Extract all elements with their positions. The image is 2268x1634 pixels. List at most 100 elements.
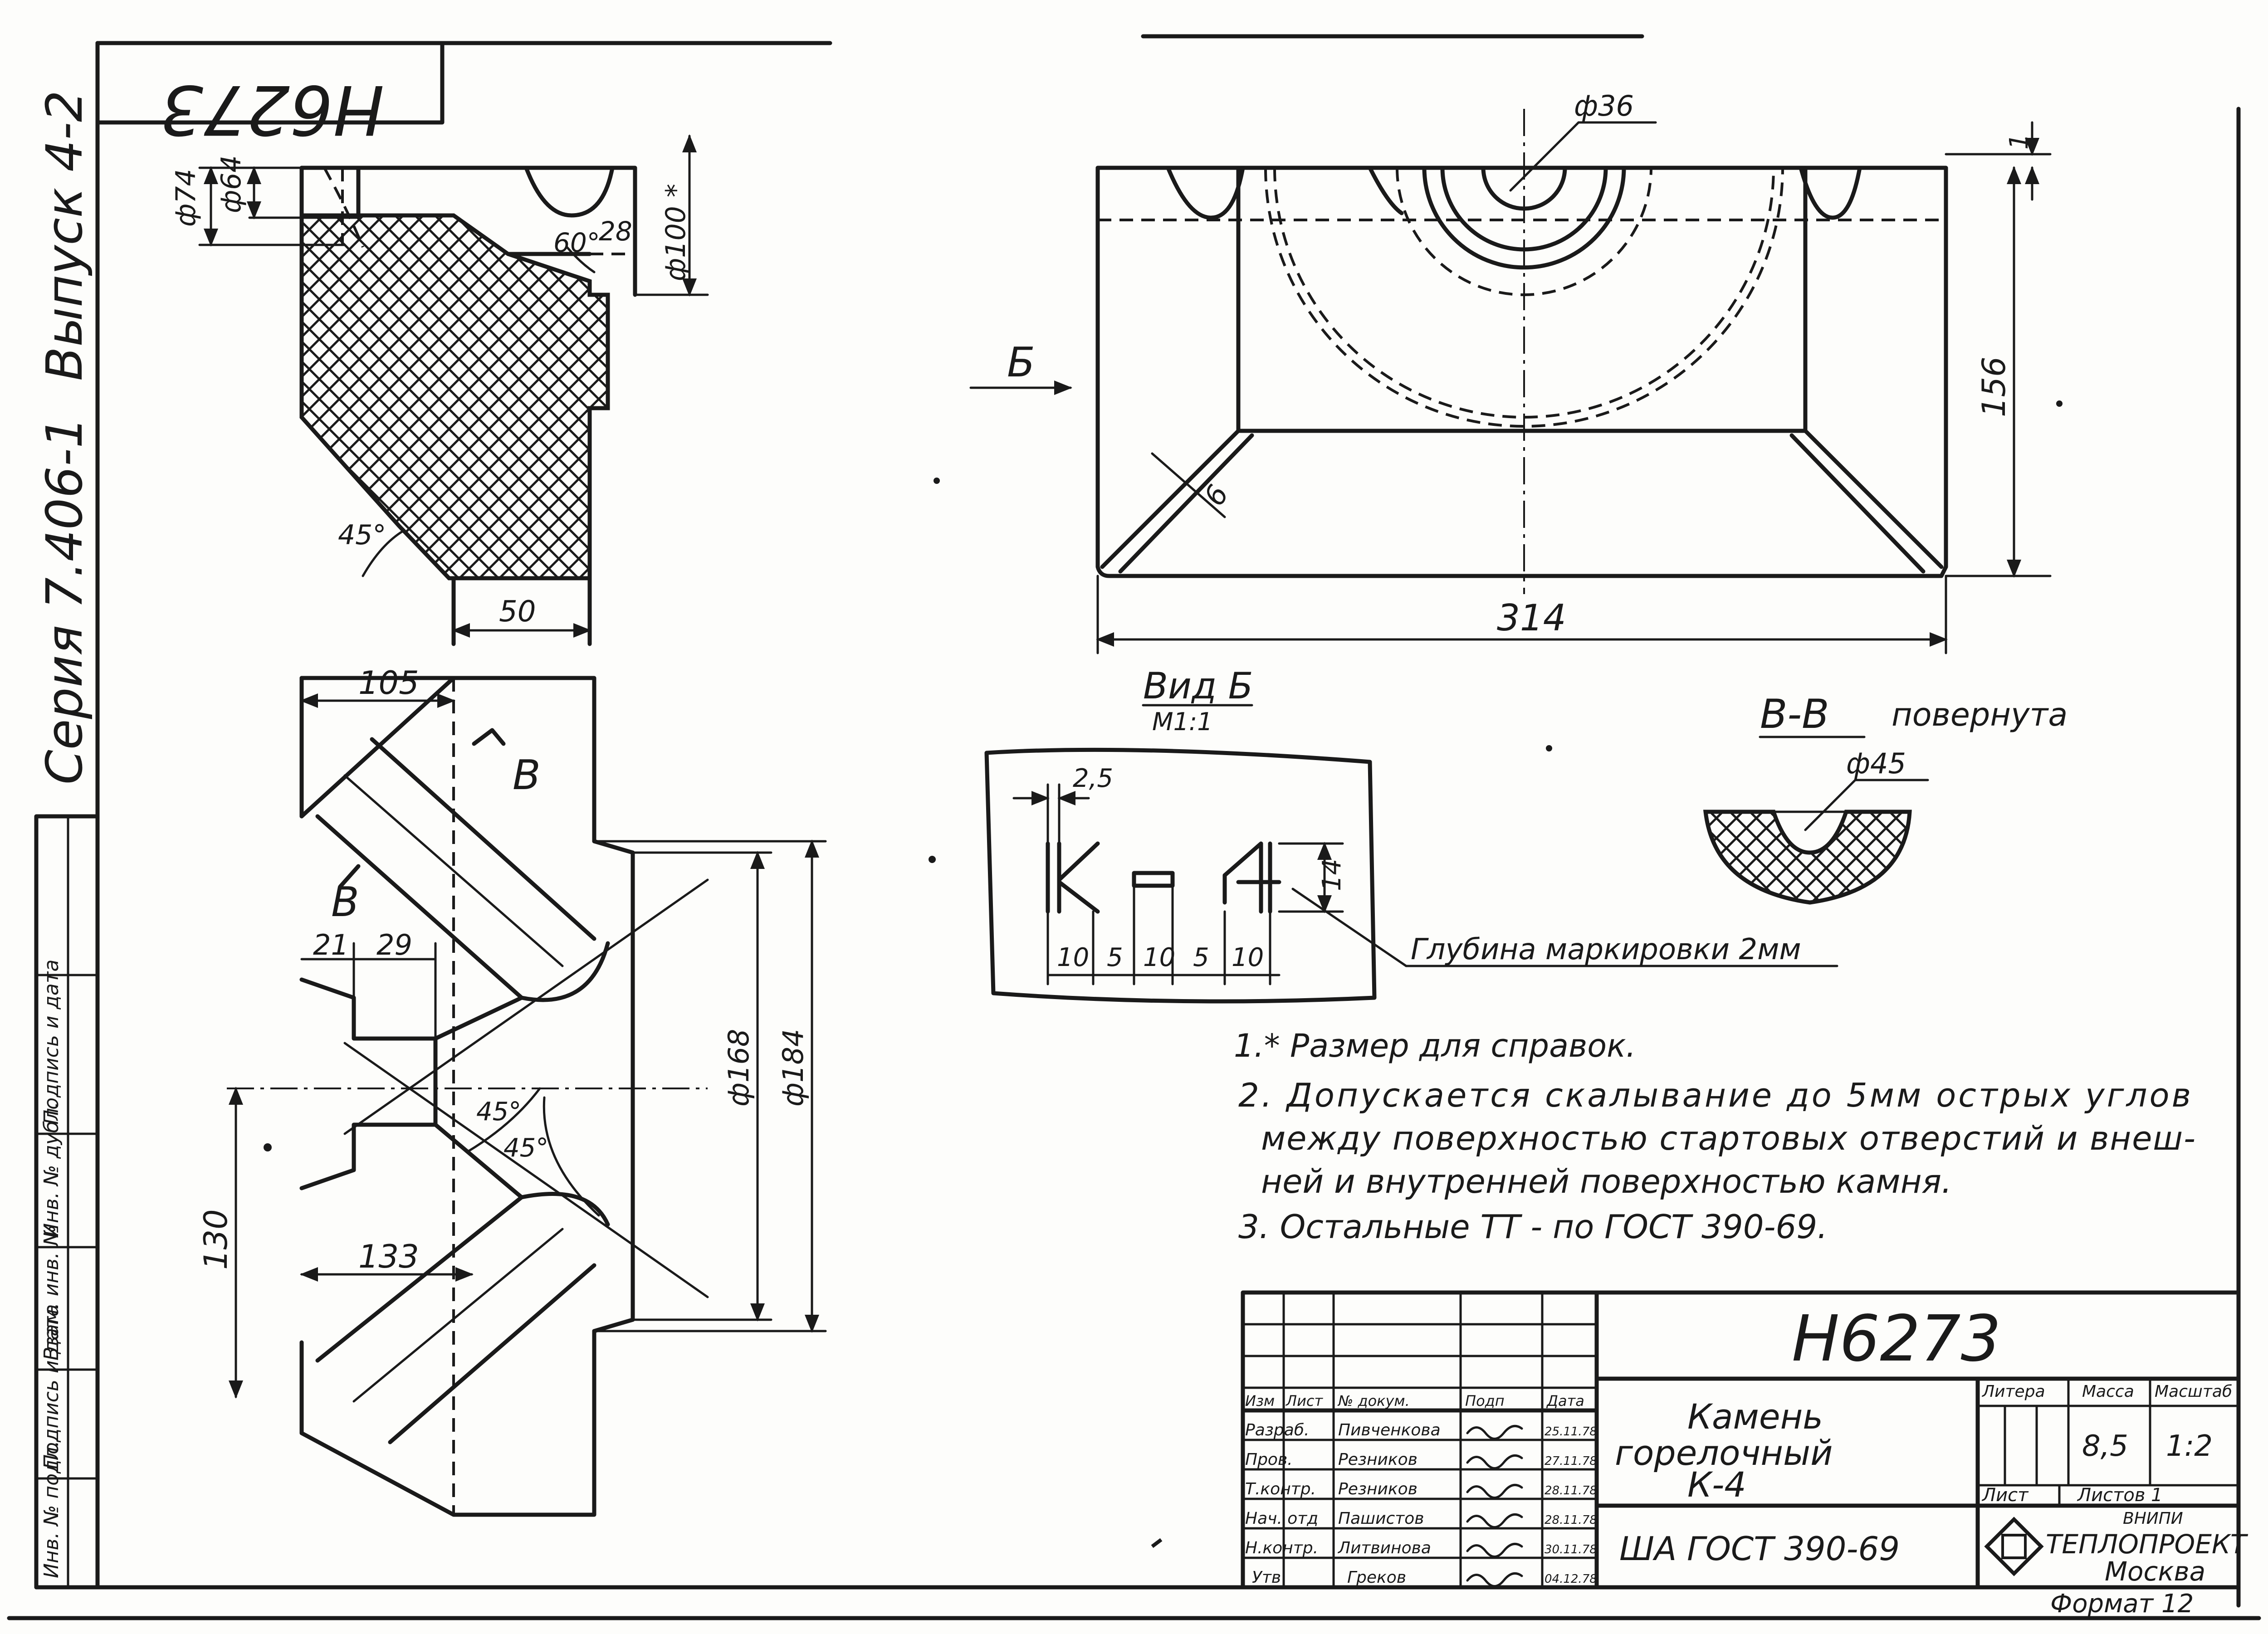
hdr-doc: № докум.: [1337, 1392, 1410, 1410]
view-b-scale: М1:1: [1152, 707, 1213, 736]
hdr-izm: Изм: [1245, 1392, 1275, 1410]
dim-mark-4: 5: [1193, 943, 1209, 972]
side-stamp-4: Инв. № дубл.: [40, 1102, 63, 1238]
mass-value: 8,5: [2082, 1429, 2128, 1463]
dim-d314: 314: [1497, 597, 1566, 639]
marking-depth-note: Глубина маркировки 2мм: [1411, 933, 1801, 966]
dim-d1: 1: [2004, 133, 2034, 150]
side-stamp-3: Взам. инв. №: [40, 1225, 63, 1361]
signature-3: [1466, 1483, 1523, 1499]
stray-marks: [264, 400, 2063, 1548]
note-3: 3. Остальные ТТ - по ГОСТ 390-69.: [1238, 1208, 1828, 1246]
view-b: Вид Б М1:1 2,5 14 10 5 10: [984, 665, 1838, 1004]
note-2-end: ней и внутренней поверхностью камня.: [1261, 1162, 1952, 1200]
dim-d50: 50: [499, 595, 536, 629]
dim-d105: 105: [358, 664, 419, 702]
dim-d74: ф74: [170, 169, 202, 227]
row-name-4: Пашистов: [1338, 1509, 1424, 1528]
dim-d184: ф184: [777, 1029, 810, 1107]
side-stamp-2: Подпись и дата: [40, 1304, 63, 1469]
dim-d14: 14: [1317, 859, 1347, 891]
note-1: 1.* Размер для справок.: [1234, 1027, 1636, 1064]
note-2: 2. Допускается скалывание до 5мм острых …: [1238, 1076, 2191, 1114]
view-arrow-label: Б: [1007, 339, 1035, 386]
hdr-list: Лист: [1286, 1392, 1323, 1410]
section-vv: В-В повернута ф45: [1703, 691, 2068, 905]
mass-label: Масса: [2082, 1382, 2134, 1401]
scale-label: Масштаб: [2155, 1382, 2232, 1401]
dim-d156: 156: [1975, 356, 2013, 417]
row-name-1: Пивченкова: [1338, 1421, 1441, 1439]
issue-label: Выпуск 4-2: [35, 90, 93, 381]
dim-d28: 28: [599, 216, 632, 247]
title-number: Н6273: [1792, 1302, 2001, 1376]
section-mark-2: В: [331, 878, 359, 926]
title-material: ША ГОСТ 390-69: [1619, 1530, 1900, 1568]
row-role-2: Пров.: [1245, 1450, 1293, 1469]
front-view: ф36 1 156 6 314 Б: [969, 89, 2052, 654]
org-small: ВНИПИ: [2123, 1509, 2183, 1528]
notes: 1.* Размер для справок. 2. Допускается с…: [1234, 1027, 2195, 1246]
view-b-title: Вид Б: [1143, 665, 1253, 707]
row-name-6: Греков: [1347, 1568, 1406, 1587]
row-role-5: Н.контр.: [1245, 1539, 1318, 1557]
row-role-6: Утв: [1252, 1568, 1281, 1587]
row-name-2: Резников: [1338, 1450, 1418, 1469]
row-role-3: Т.контр.: [1245, 1480, 1316, 1498]
row-date-6: 04.12.78: [1545, 1572, 1597, 1586]
row-date-1: 25.11.78: [1545, 1425, 1597, 1439]
row-date-2: 27.11.78: [1545, 1454, 1597, 1468]
sheet-label: Лист: [1981, 1485, 2029, 1506]
dim-d133: 133: [358, 1238, 419, 1275]
side-stamp-1: Инв. № подл.: [40, 1440, 63, 1578]
dim-d100: ф100 *: [660, 184, 692, 281]
drawing-number-rotated: Н6273: [160, 70, 385, 149]
dim-d29: 29: [376, 928, 412, 961]
plan-view: 105 21 29 45° 45° 133 130 ф168 ф184 В В: [197, 664, 827, 1517]
dim-d64: ф64: [215, 155, 247, 213]
signature-2: [1466, 1454, 1523, 1469]
dim-a60: 60°: [553, 227, 600, 258]
title-name-2: горелочный: [1615, 1433, 1833, 1473]
side-stamp: Инв. № подл. Подпись и дата Взам. инв. №…: [34, 814, 100, 1590]
side-stamp-5: Подпись и дата: [40, 960, 63, 1125]
dim-d168: ф168: [722, 1029, 755, 1107]
dim-mark-2: 5: [1107, 943, 1123, 972]
hdr-date: Дата: [1546, 1392, 1584, 1410]
section-view: ф74 ф64 60° 28 ф100 * 45° 50: [170, 134, 709, 646]
section-mark-1: В: [513, 751, 541, 799]
signature-6: [1466, 1572, 1523, 1587]
dim-d130: 130: [197, 1209, 235, 1270]
org-city: Москва: [2105, 1556, 2205, 1587]
format-label: Формат 12: [2050, 1589, 2194, 1619]
signature-1: [1466, 1424, 1523, 1440]
org-name: ТЕПЛОПРОЕКТ: [2046, 1529, 2248, 1560]
row-role-1: Разраб.: [1245, 1421, 1309, 1439]
row-date-3: 28.11.78: [1545, 1484, 1597, 1497]
section-vv-title: В-В: [1760, 691, 1829, 737]
dim-d36: ф36: [1574, 89, 1634, 122]
org-logo-icon: [1984, 1517, 2044, 1576]
dim-d21: 21: [313, 928, 349, 961]
signature-4: [1466, 1513, 1523, 1528]
row-role-4: Нач. отд: [1245, 1509, 1318, 1528]
section-vv-note: повернута: [1892, 696, 2068, 733]
litera-label: Литера: [1981, 1382, 2045, 1401]
scale-value: 1:2: [2166, 1429, 2213, 1463]
series-label: Серия 7.406-1: [35, 416, 93, 785]
sheets-label: Листов 1: [2077, 1485, 2163, 1506]
dim-mark-5: 10: [1232, 943, 1264, 972]
row-date-5: 30.11.78: [1545, 1543, 1597, 1556]
signature-5: [1466, 1542, 1523, 1558]
signature-rows: Разраб. Пивченкова 25.11.78 Пров. Резник…: [1245, 1421, 1597, 1587]
drawing-number-box: Н6273: [95, 41, 445, 149]
dim-d25: 2,5: [1073, 764, 1113, 793]
title-name-1: Камень: [1687, 1396, 1823, 1437]
row-name-5: Литвинова: [1337, 1539, 1431, 1557]
hdr-sign: Подп: [1465, 1392, 1505, 1410]
title-block: Н6273 Камень горелочный К-4 ША ГОСТ 390-…: [1241, 1290, 2248, 1619]
dim-a45b: 45°: [503, 1133, 548, 1163]
dim-a45a: 45°: [476, 1097, 521, 1127]
